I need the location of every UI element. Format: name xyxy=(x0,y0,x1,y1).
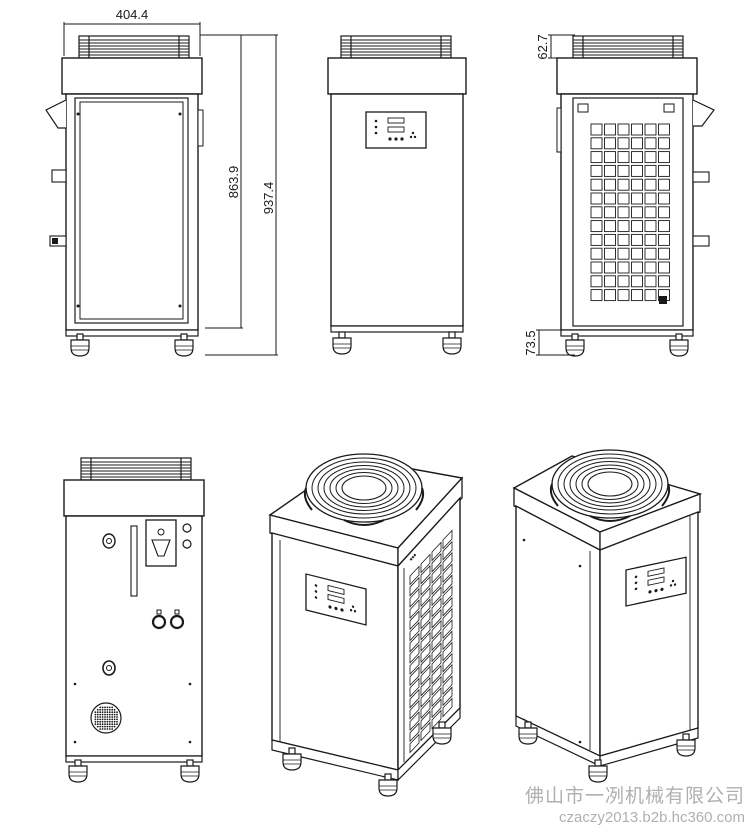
ventilation-grille xyxy=(590,123,670,304)
isometric-side-grille xyxy=(409,529,453,754)
watermark-url: czaczy2013.b2b.hc360.com xyxy=(559,809,745,826)
dimension-width-label: 404.4 xyxy=(116,7,149,22)
dimension-fan-height-label: 62.7 xyxy=(535,34,550,59)
front-view-with-dimensions: 404.4 863.9 937.4 xyxy=(45,7,278,357)
rear-fan-vent xyxy=(94,706,118,730)
front-view xyxy=(327,35,467,355)
isometric-view-left: ▪▪▪ xyxy=(268,453,464,797)
isometric-view-right xyxy=(512,449,703,783)
watermark-company: 佛山市一冽机械有限公司 xyxy=(525,785,745,807)
dimension-base-height-label: 73.5 xyxy=(523,330,538,355)
side-view-with-grille: 62.7 73.5 xyxy=(523,34,715,357)
rear-view xyxy=(63,457,205,783)
dimension-total-height-label: 937.4 xyxy=(261,182,276,215)
dimension-body-height-label: 863.9 xyxy=(226,166,241,199)
